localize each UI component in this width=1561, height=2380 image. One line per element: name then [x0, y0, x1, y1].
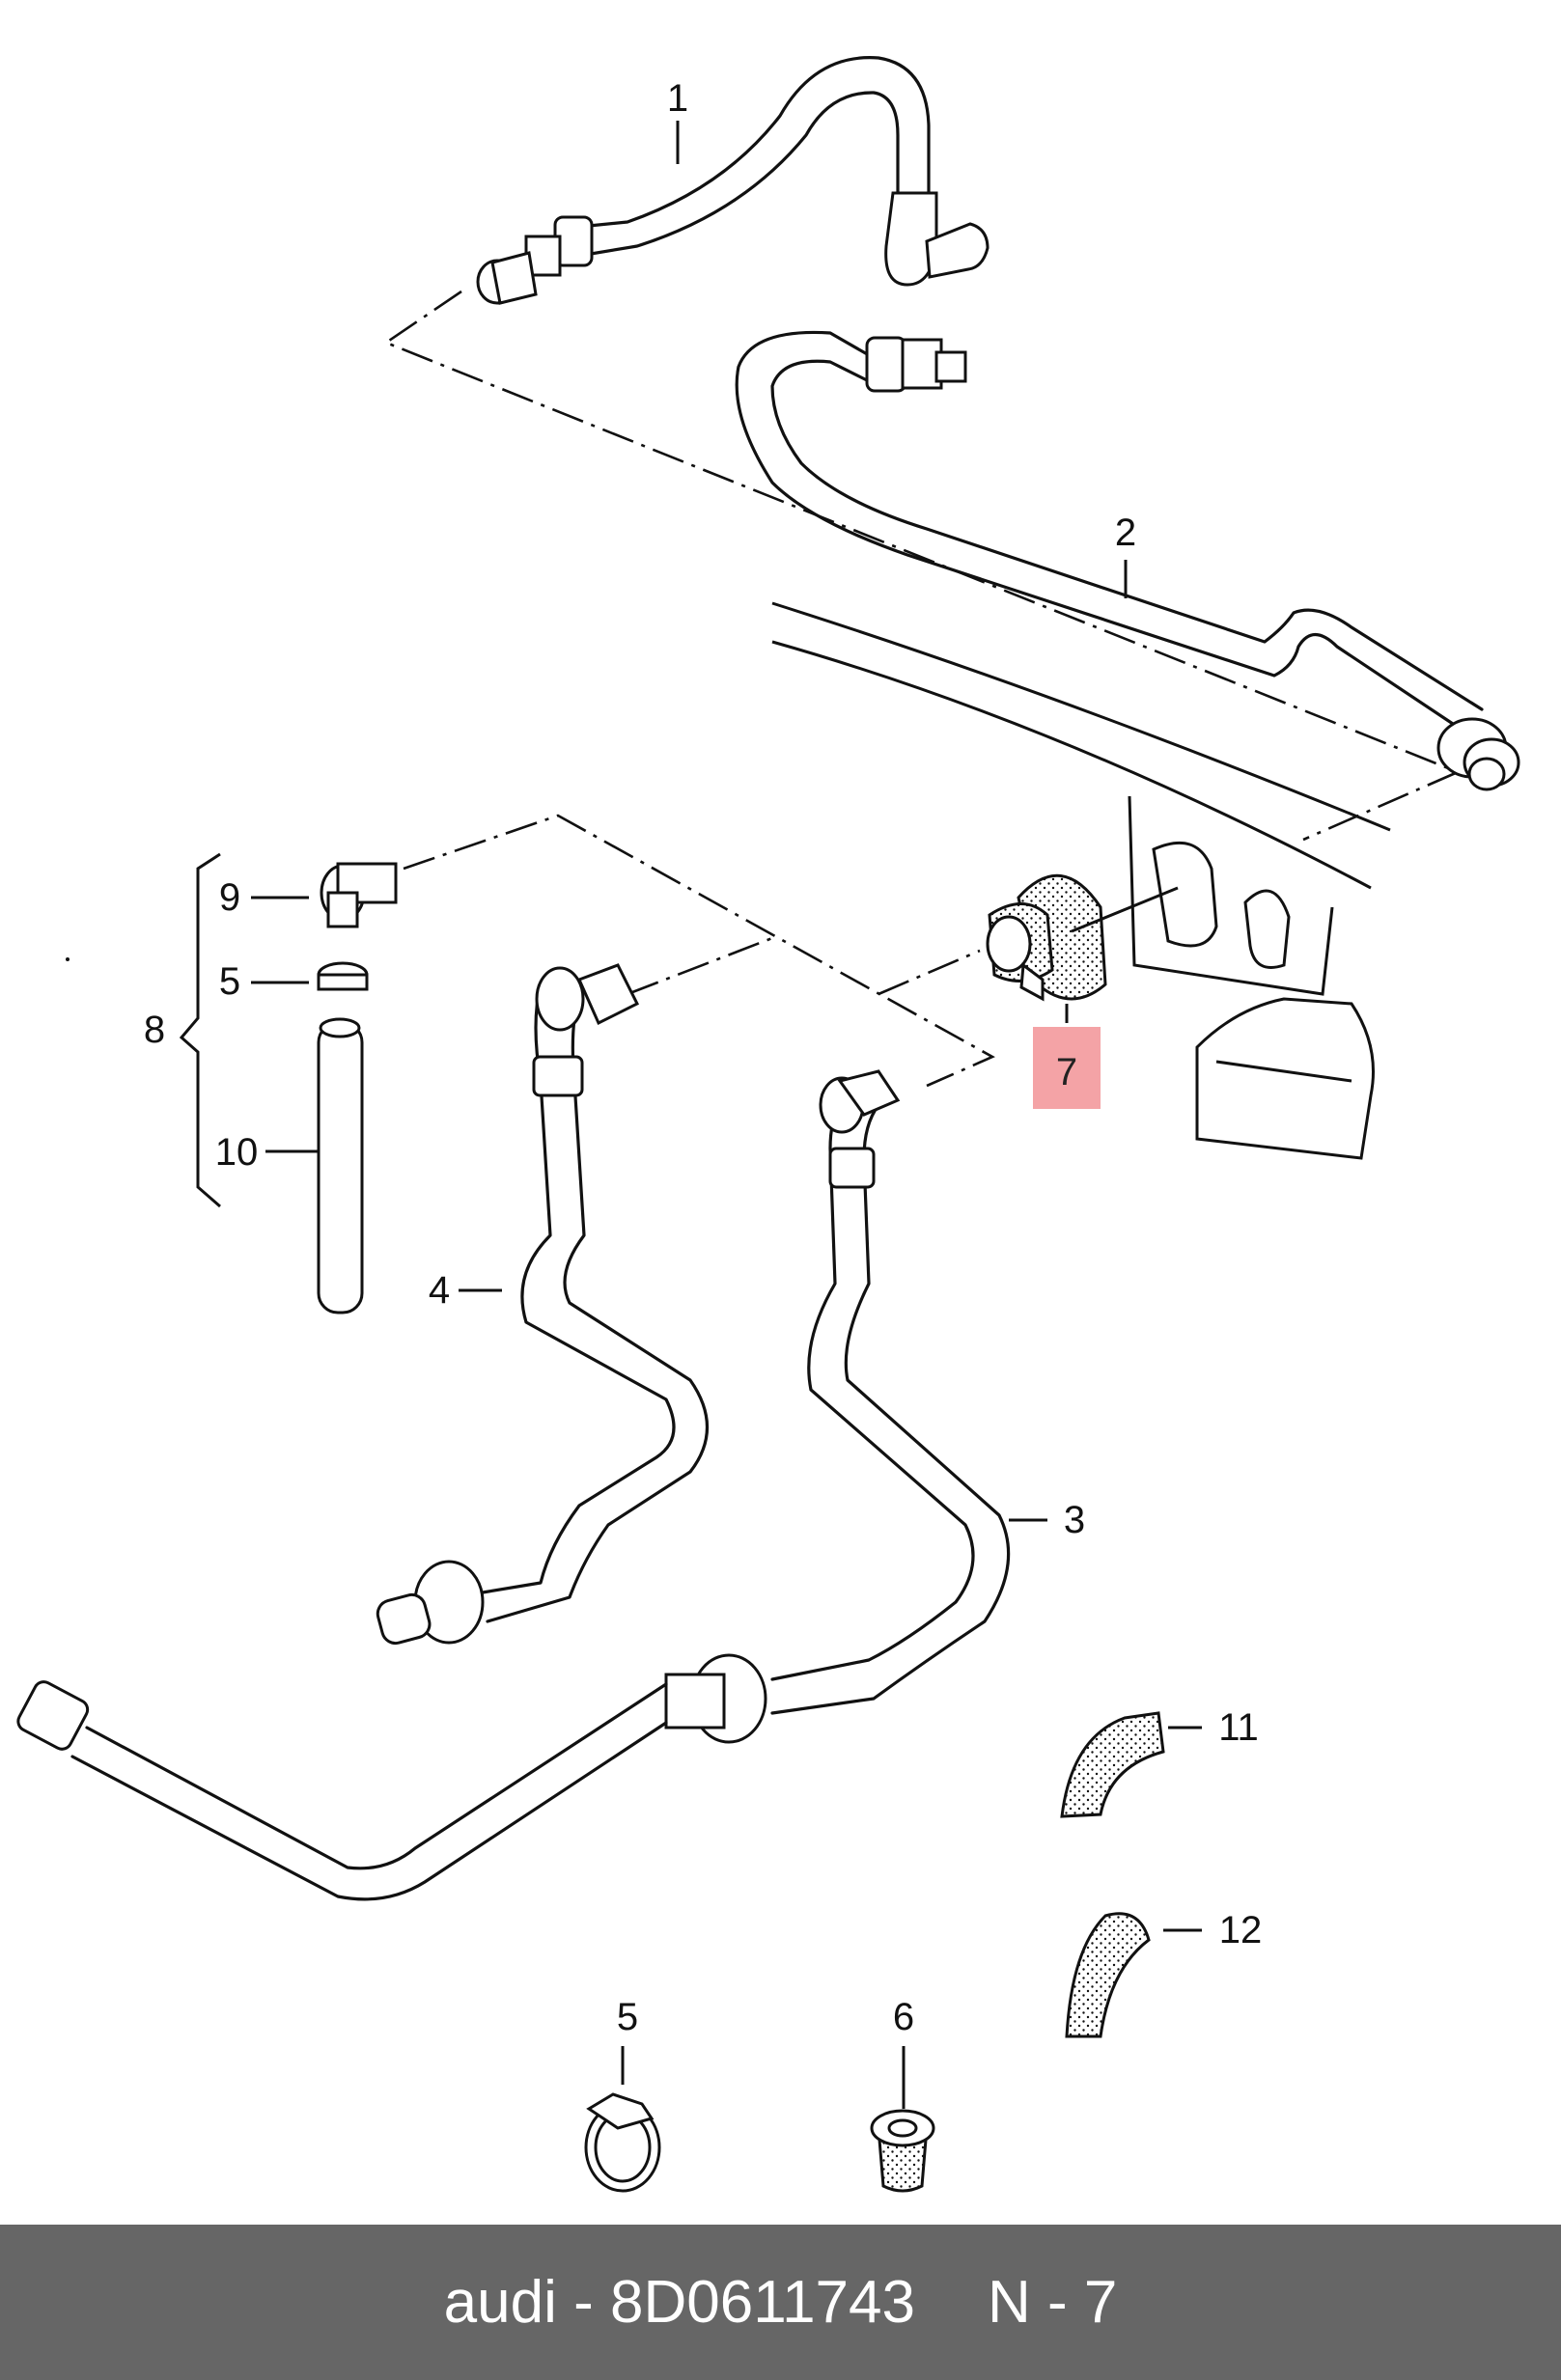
- parts-diagram: 1 2 3 4 9 5 8 10 7 11 12 5 6: [16, 56, 1520, 2193]
- caption-bar: audi - 8D0611743 N - 7: [0, 2225, 1561, 2380]
- clamp-part-5: [584, 2092, 661, 2193]
- leader-lines: [251, 121, 1202, 2109]
- position-label: N - 7: [988, 2269, 1118, 2336]
- hose-part-3: [16, 1069, 1011, 1901]
- callout-6: 6: [893, 1996, 914, 2038]
- brand-label: audi: [443, 2269, 557, 2336]
- valve-part-7: [986, 873, 1179, 1002]
- callout-1: 1: [667, 77, 688, 120]
- exploded-view-drawing: 1 2 3 4 9 5 8 10 7 11 12 5 6: [16, 56, 1520, 2193]
- callout-11: 11: [1218, 1706, 1259, 1749]
- callout-7: 7: [1056, 1051, 1077, 1093]
- callout-3: 3: [1064, 1499, 1085, 1541]
- body-panel: [771, 601, 1391, 1160]
- callout-5-lower: 5: [617, 1996, 638, 2038]
- callout-9: 9: [219, 876, 240, 919]
- callout-10: 10: [215, 1131, 259, 1174]
- group-part-8: [179, 852, 398, 1315]
- highlight-box: [1033, 1027, 1101, 1109]
- callout-5-upper: 5: [219, 960, 240, 1003]
- assembly-lines: [383, 290, 1459, 1088]
- elbow-part-12: [1065, 1912, 1151, 2038]
- plug-part-6: [870, 2109, 935, 2193]
- callout-labels: 1 2 3 4 9 5 8 10 7 11 12 5 6: [144, 77, 1262, 2038]
- callout-4: 4: [429, 1269, 450, 1312]
- separator-label: -: [573, 2269, 594, 2336]
- elbow-part-11: [1060, 1711, 1165, 1818]
- callout-12: 12: [1219, 1909, 1263, 1951]
- callout-8: 8: [144, 1009, 165, 1051]
- stray-dot: [66, 957, 70, 961]
- hose-part-2: [735, 330, 1520, 791]
- hose-part-4: [376, 963, 709, 1646]
- callout-2: 2: [1115, 512, 1136, 554]
- part-number-label: 8D0611743: [609, 2269, 915, 2336]
- hose-part-1: [476, 56, 990, 305]
